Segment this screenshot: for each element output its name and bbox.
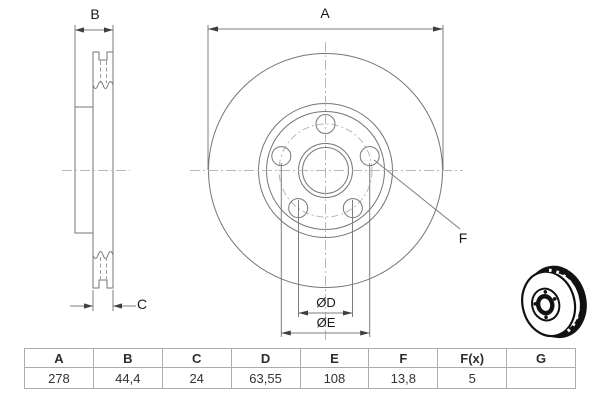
value-e: 108 (299, 367, 370, 389)
table-header-c: C (161, 348, 232, 368)
f-leader-line (373, 159, 461, 230)
dimension-b: B (74, 6, 114, 107)
value-c: 24 (161, 367, 232, 389)
dimensions-table: A B C D E F F(x) G 278 44,4 24 63,55 108… (24, 348, 576, 389)
dimension-e: ØE (280, 163, 371, 337)
table-header-e: E (299, 348, 370, 368)
dimension-f-label: F (459, 230, 468, 246)
dimension-e-label: ØE (317, 315, 336, 330)
value-d: 63,55 (230, 367, 301, 389)
table-header-fx: F(x) (437, 348, 508, 368)
dimension-c: C (70, 290, 147, 312)
bolt-hole (359, 146, 380, 167)
dimension-a-label: A (320, 5, 330, 21)
table-value-row: 278 44,4 24 63,55 108 13,8 5 (24, 367, 576, 389)
dimension-d: ØD (298, 200, 353, 317)
break-line-top (92, 81, 114, 89)
table-header-f: F (368, 348, 439, 368)
table-header-row: A B C D E F F(x) G (24, 348, 576, 368)
dimension-f: F (373, 159, 468, 246)
value-b: 44,4 (92, 367, 163, 389)
friction-ring-outline (92, 51, 114, 289)
value-g (506, 367, 576, 389)
value-a: 278 (24, 367, 94, 389)
dimension-d-label: ØD (316, 295, 336, 310)
vent-slots (548, 268, 580, 335)
table-header-b: B (92, 348, 163, 368)
break-line-bottom (92, 251, 114, 259)
dimension-b-label: B (90, 6, 99, 22)
dimension-c-label: C (137, 296, 147, 312)
table-header-g: G (506, 348, 576, 368)
dimension-a: A (207, 5, 444, 170)
value-fx: 5 (437, 367, 508, 389)
table-header-a: A (24, 348, 94, 368)
value-f: 13,8 (368, 367, 439, 389)
table-header-d: D (230, 348, 301, 368)
side-view (62, 51, 130, 289)
brake-disc-3d-icon (521, 265, 587, 339)
